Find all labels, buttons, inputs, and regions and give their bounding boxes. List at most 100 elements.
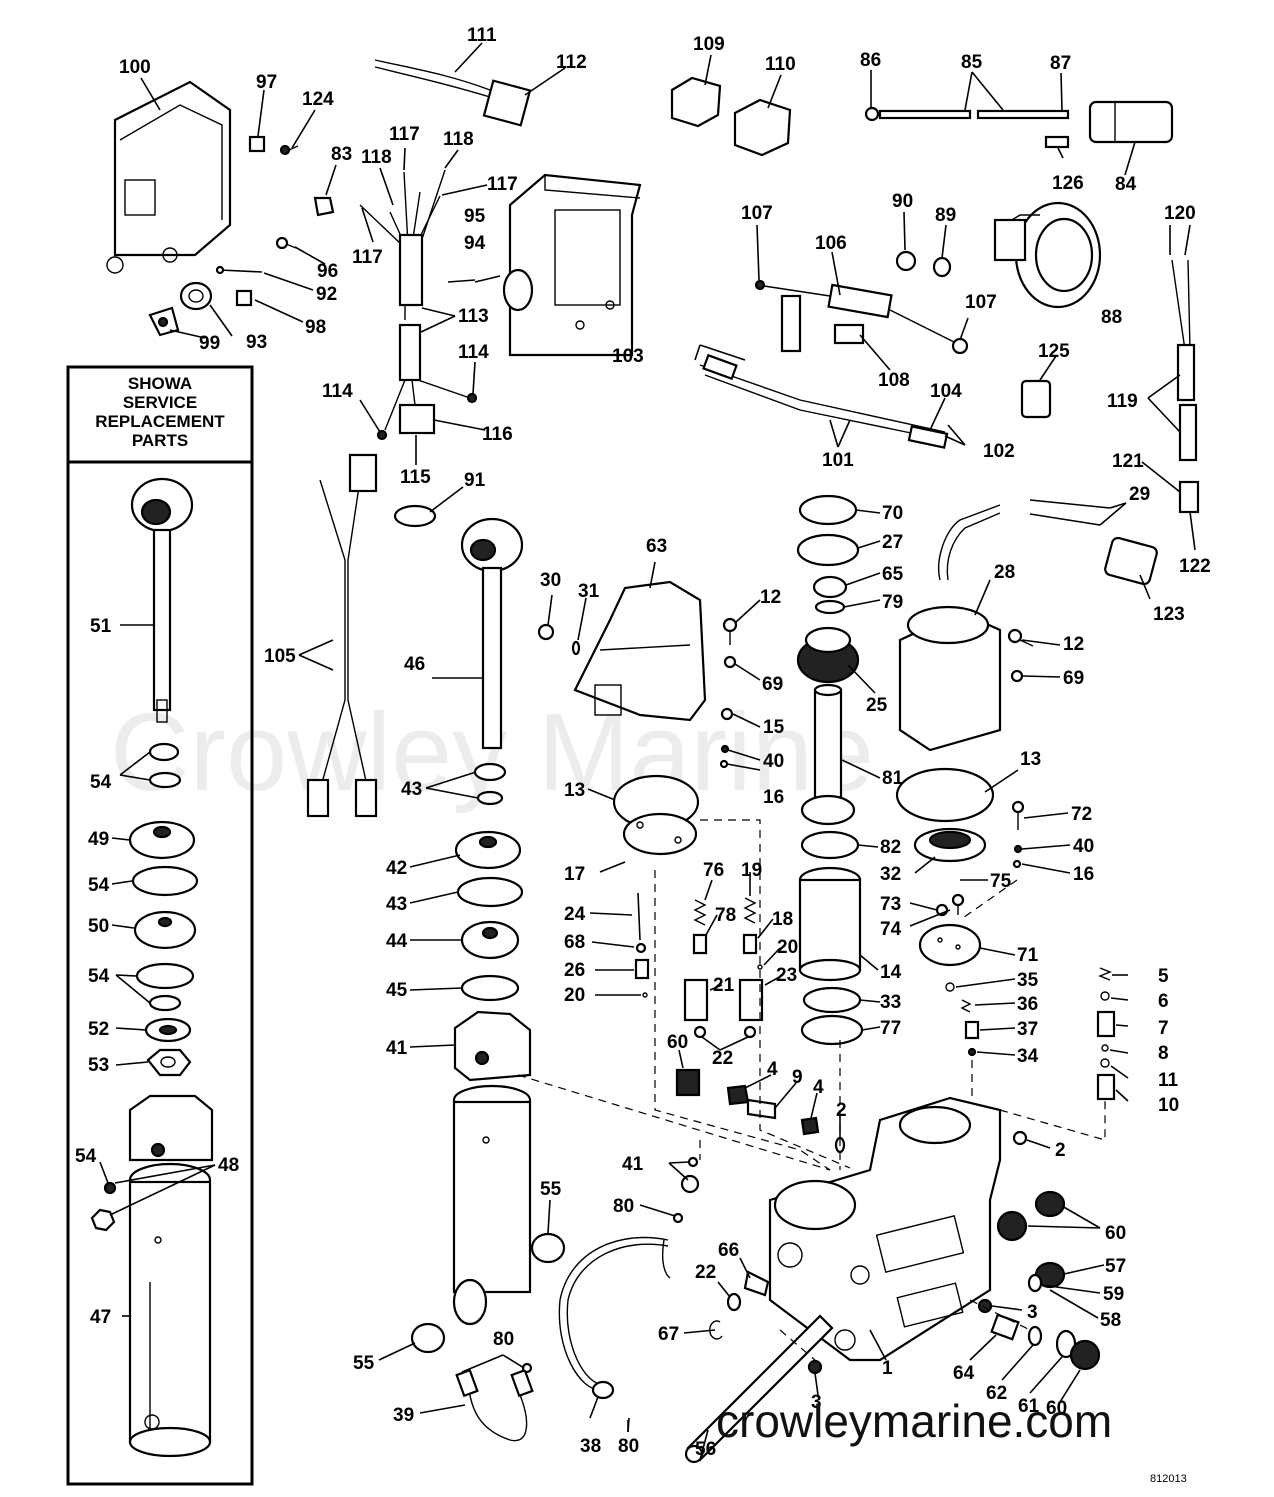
callout-99: 99	[199, 333, 220, 354]
callout-67: 67	[658, 1324, 679, 1345]
part-3-plug-b	[807, 1359, 823, 1375]
part-36-spring	[960, 999, 972, 1013]
part-90-lamp	[895, 250, 917, 272]
part-89-bulb	[932, 256, 952, 278]
callout-76: 76	[703, 860, 724, 881]
part-55-bushing-b	[410, 1322, 446, 1354]
callout-46: 46	[404, 654, 425, 675]
part-50-piston	[133, 910, 197, 950]
callout-106: 106	[815, 233, 847, 254]
part-83-grommet	[313, 196, 335, 217]
part-30-screw	[537, 623, 555, 641]
part-22-oring-c	[726, 1292, 742, 1312]
part-11-ring	[1100, 1058, 1110, 1068]
callout-104: 104	[930, 381, 962, 402]
part-22-oring-b	[743, 1025, 757, 1039]
part-91-clamp	[393, 504, 437, 528]
callout-39: 39	[393, 1405, 414, 1426]
part-111-cable	[374, 59, 491, 98]
callout-20-mid: 20	[777, 937, 798, 958]
callout-115: 115	[400, 467, 431, 488]
part-29-terminals	[1029, 499, 1111, 526]
part-84-connector	[1088, 100, 1174, 144]
part-109-relay	[670, 76, 722, 128]
part-20-ball-b	[757, 964, 763, 970]
part-42-cap	[454, 830, 522, 870]
part-49-cap	[128, 820, 196, 860]
part-12-screw-b	[1007, 628, 1034, 647]
callout-82: 82	[880, 837, 901, 858]
alignment-lines	[517, 819, 1106, 1361]
callout-16-right: 16	[1073, 864, 1094, 885]
callout-49: 49	[88, 829, 109, 850]
part-70-oring	[798, 494, 858, 526]
callout-72: 72	[1071, 804, 1092, 825]
part-63-cover	[573, 580, 707, 722]
callout-93: 93	[246, 332, 267, 353]
callout-12-left: 12	[760, 587, 781, 608]
callout-54-top: 54	[90, 772, 112, 793]
callout-17: 17	[564, 864, 585, 885]
callout-51: 51	[90, 616, 112, 637]
part-112-connector	[482, 79, 532, 127]
part-53-nut	[146, 1048, 192, 1077]
callout-77: 77	[880, 1018, 901, 1039]
callout-79: 79	[882, 592, 903, 613]
part-96-screw	[275, 236, 297, 250]
callout-69-left: 69	[762, 674, 783, 695]
callout-110: 110	[765, 54, 796, 75]
callout-100: 100	[119, 57, 151, 78]
part-95-control-box	[502, 173, 642, 357]
part-1-pump-body	[768, 1096, 1002, 1362]
part-47-cylinder	[128, 1094, 214, 1458]
callout-48: 48	[218, 1155, 239, 1176]
part-2-plug	[1012, 1130, 1028, 1146]
callout-24: 24	[564, 904, 586, 925]
part-54-oring-small	[148, 994, 182, 1012]
part-4-spring	[726, 1084, 750, 1106]
callout-23: 23	[776, 965, 797, 986]
part-41-fitting	[680, 1156, 700, 1194]
part-31-oring	[571, 640, 581, 656]
part-77-oring	[800, 1014, 864, 1046]
part-54-oring-lower	[135, 962, 195, 990]
callout-56: 56	[695, 1439, 716, 1460]
part-28-motor	[898, 504, 1002, 752]
part-71-plate	[918, 923, 982, 967]
callout-11: 11	[1158, 1070, 1179, 1091]
part-27-oring	[796, 533, 860, 567]
callout-4-left: 4	[767, 1059, 778, 1080]
part-7-fitting	[1096, 1010, 1116, 1038]
callout-109: 109	[693, 34, 725, 55]
callout-37: 37	[1017, 1019, 1038, 1040]
callout-88: 88	[1101, 307, 1122, 328]
part-60-plug-right	[996, 1190, 1066, 1242]
callout-45: 45	[386, 980, 408, 1001]
callout-60-right: 60	[1105, 1223, 1126, 1244]
callout-64: 64	[953, 1363, 975, 1384]
callout-86: 86	[860, 50, 881, 71]
part-76-spring	[693, 899, 707, 926]
part-72-screw	[1011, 800, 1025, 830]
callout-2-right: 2	[1055, 1140, 1066, 1161]
part-88-trim-gauge	[993, 201, 1102, 309]
callout-122: 122	[1179, 556, 1211, 577]
callout-54-mid: 54	[88, 875, 110, 896]
part-101-lead	[699, 353, 949, 449]
part-38-tube	[558, 1236, 671, 1400]
part-43-seal	[473, 762, 507, 782]
callout-126: 126	[1052, 173, 1084, 194]
callout-43-top: 43	[401, 779, 422, 800]
part-15-screw	[720, 707, 734, 721]
callout-25: 25	[866, 695, 888, 716]
part-45-oring	[460, 974, 520, 1002]
part-54-ball	[103, 1181, 117, 1195]
part-81-piston	[800, 683, 856, 826]
part-68-oring	[635, 942, 647, 954]
showa-parts-panel: SHOWA SERVICE REPLACEMENT PARTS	[66, 365, 254, 1486]
part-98-bushing	[235, 289, 253, 307]
callout-50: 50	[88, 916, 109, 937]
part-75-screw	[951, 893, 965, 915]
callout-54-lower: 54	[88, 966, 110, 987]
part-37-fitting	[964, 1020, 980, 1040]
